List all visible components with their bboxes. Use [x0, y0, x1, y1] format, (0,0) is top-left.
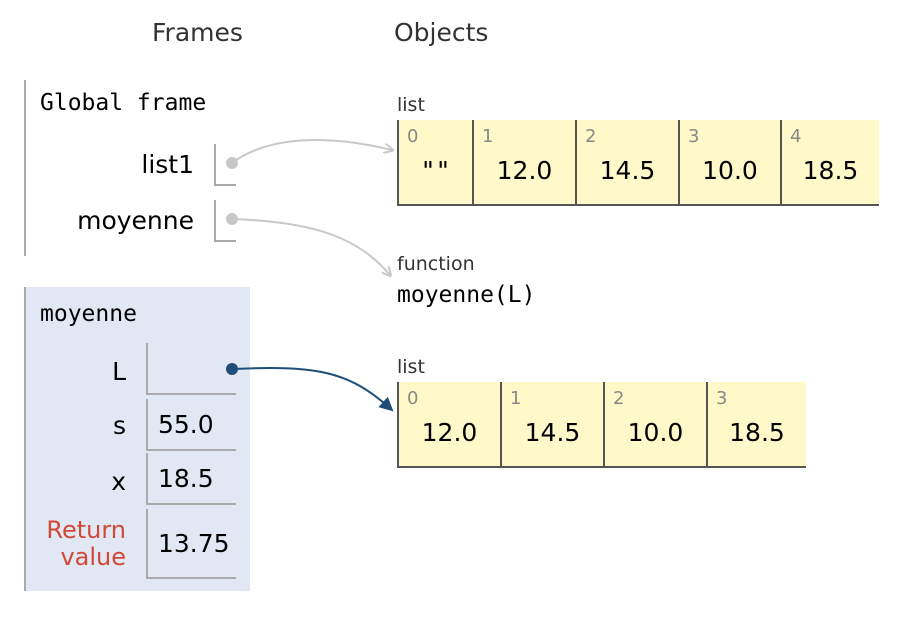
local-frame-title: moyenne [40, 301, 137, 327]
value-x: 18.5 [158, 463, 214, 493]
list2-type-label: list [397, 356, 425, 378]
value-cell-s: 55.0 [146, 399, 236, 451]
return-label-line2: value [60, 543, 126, 571]
return-value: 13.75 [158, 528, 230, 558]
list1-type-label: list [397, 94, 425, 116]
return-value-cell: 13.75 [146, 509, 236, 579]
list1-index-0: 0 [407, 126, 419, 147]
list2-cell-0: 0 12.0 [397, 382, 500, 466]
pointer-cell-list1 [214, 144, 236, 186]
list1-cell-3: 3 10.0 [678, 120, 780, 204]
pointer-cell-moyenne [214, 200, 236, 242]
var-name-list1: list1 [141, 150, 194, 179]
list2-cell-3: 3 18.5 [706, 382, 806, 466]
list1-index-4: 4 [790, 126, 802, 147]
list2-value-3: 18.5 [729, 418, 785, 447]
global-frame: Global frame list1 moyenne [24, 80, 246, 256]
var-name-x: x [111, 467, 126, 496]
list1-cell-1: 1 12.0 [472, 120, 575, 204]
list1-value-4: 18.5 [802, 156, 859, 185]
list2-object: 0 12.0 1 14.5 2 10.0 3 18.5 [397, 382, 806, 468]
list1-cell-2: 2 14.5 [575, 120, 678, 204]
objects-header: Objects [394, 18, 489, 47]
local-frame-moyenne: moyenne L s 55.0 x 18.5 Return value 13.… [24, 287, 250, 591]
list2-value-1: 14.5 [524, 418, 581, 447]
function-signature: moyenne(L) [397, 282, 536, 308]
var-name-s: s [112, 411, 126, 440]
list2-index-1: 1 [510, 388, 522, 409]
list2-index-3: 3 [716, 388, 728, 409]
frames-header: Frames [152, 18, 243, 47]
list1-value-1: 12.0 [496, 156, 553, 185]
list2-cell-1: 1 14.5 [500, 382, 603, 466]
list1-cell-4: 4 18.5 [780, 120, 879, 204]
value-s: 55.0 [158, 409, 214, 439]
list2-index-0: 0 [407, 388, 419, 409]
function-type-label: function [397, 253, 475, 275]
list1-index-1: 1 [482, 126, 494, 147]
var-name-L: L [112, 357, 126, 386]
list1-index-2: 2 [585, 126, 597, 147]
list1-value-0: "" [420, 156, 451, 185]
list1-object: 0 "" 1 12.0 2 14.5 3 10.0 4 18.5 [397, 120, 879, 206]
list2-value-2: 10.0 [627, 418, 684, 447]
moyenne-pointer-arrow [231, 218, 390, 275]
return-label: Return value [46, 517, 126, 571]
return-label-line1: Return [46, 516, 126, 544]
list2-index-2: 2 [613, 388, 625, 409]
var-name-moyenne: moyenne [77, 206, 194, 235]
list2-cell-2: 2 10.0 [603, 382, 706, 466]
value-cell-x: 18.5 [146, 453, 236, 505]
L-pointer-arrow [231, 367, 394, 412]
list1-index-3: 3 [688, 126, 700, 147]
list2-value-0: 12.0 [421, 418, 478, 447]
pointer-cell-L [146, 343, 236, 395]
list1-pointer-arrow [231, 139, 392, 164]
global-frame-title: Global frame [40, 90, 207, 116]
list1-cell-0: 0 "" [397, 120, 472, 204]
list1-value-3: 10.0 [702, 156, 758, 185]
list1-value-2: 14.5 [599, 156, 656, 185]
